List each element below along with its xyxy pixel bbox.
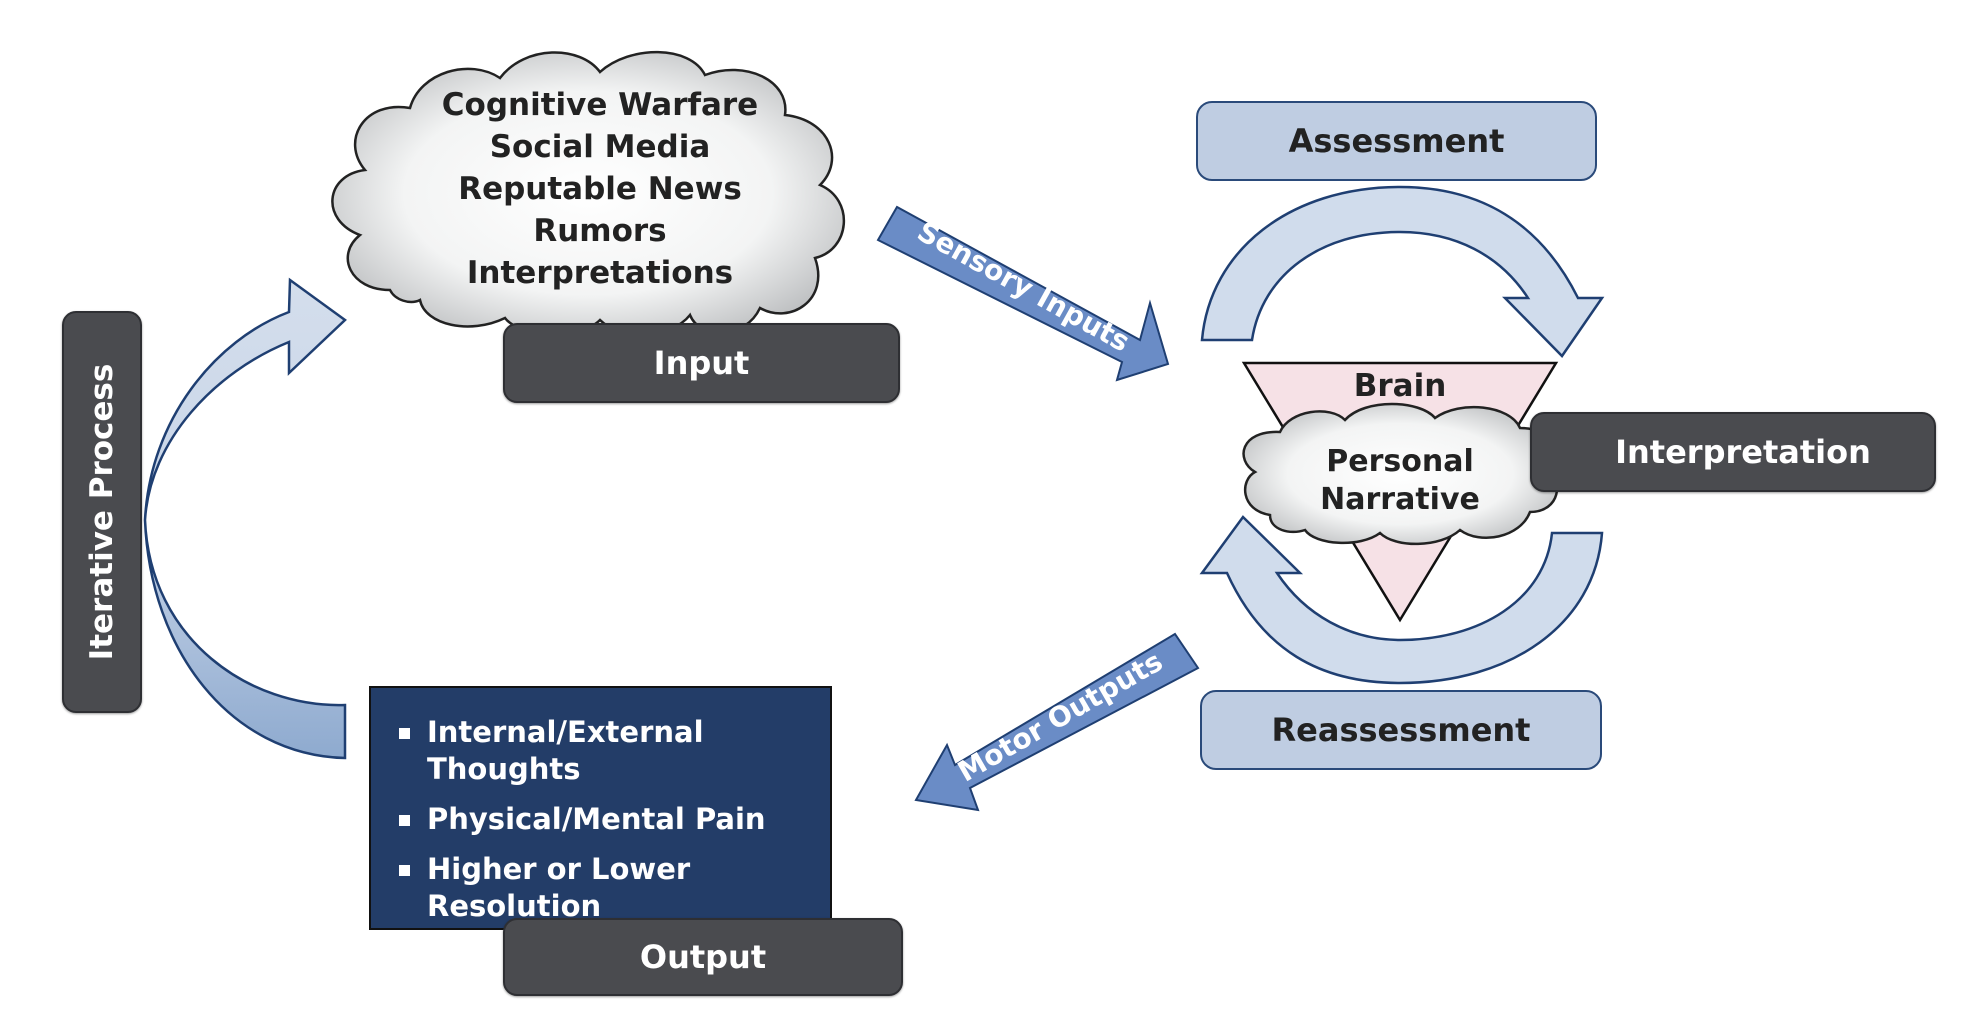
output-item-text: Internal/External Thoughts [427, 715, 704, 786]
output-label: Output [503, 918, 903, 996]
bullet-icon [399, 865, 410, 876]
reassessment-text: Reassessment [1271, 711, 1531, 749]
output-item-text: Physical/Mental Pain [427, 802, 766, 836]
output-box: Internal/External Thoughts Physical/Ment… [369, 686, 832, 960]
assessment-text: Assessment [1288, 122, 1505, 160]
input-label-text: Input [653, 344, 750, 382]
bullet-icon [399, 815, 410, 826]
iterative-process-label: Iterative Process [62, 311, 142, 713]
iterative-process-text: Iterative Process [84, 363, 120, 661]
assessment-arc-arrow [1200, 185, 1605, 358]
assessment-label: Assessment [1196, 101, 1597, 181]
input-item: Interpretations [466, 255, 734, 291]
input-item: Rumors [533, 213, 667, 249]
bullet-icon [399, 728, 410, 739]
personal-narrative-line: Narrative [1320, 482, 1480, 517]
sensory-inputs-arrow [876, 205, 1170, 382]
input-label: Input [503, 323, 900, 403]
reassessment-arc-arrow [1199, 515, 1604, 685]
output-item: Internal/External Thoughts [399, 714, 830, 788]
input-item: Cognitive Warfare [441, 87, 759, 123]
motor-outputs-arrow [914, 632, 1200, 812]
output-label-text: Output [639, 938, 767, 976]
iterative-arrow [143, 277, 347, 760]
brain-label: Brain [1353, 368, 1447, 404]
interpretation-label: Interpretation [1530, 412, 1936, 492]
input-item: Social Media [489, 129, 711, 165]
input-cloud-text: Cognitive Warfare Social Media Reputable… [400, 84, 800, 294]
personal-narrative-line: Personal [1326, 444, 1474, 479]
interpretation-text: Interpretation [1615, 433, 1871, 471]
input-item: Reputable News [458, 171, 742, 207]
personal-narrative-text: Personal Narrative [1290, 443, 1510, 519]
output-item: Physical/Mental Pain [399, 801, 830, 838]
reassessment-label: Reassessment [1200, 690, 1602, 770]
